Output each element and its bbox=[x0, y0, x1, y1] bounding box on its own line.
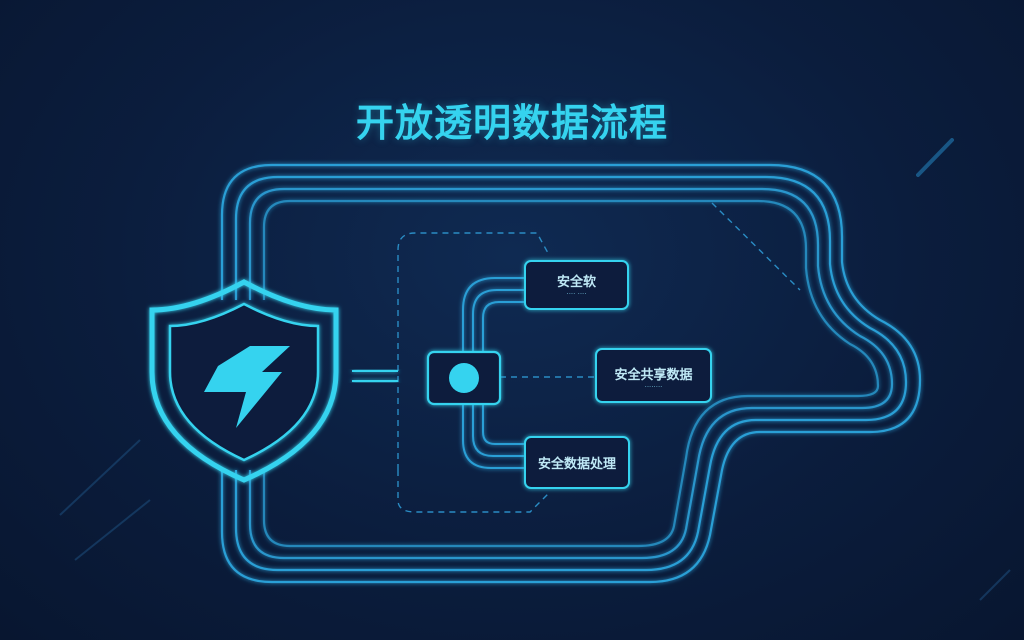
node-top-label-group: 安全软 ···· ···· bbox=[525, 271, 628, 298]
outer-flow-loop bbox=[220, 163, 922, 584]
node-bottom-box[interactable] bbox=[524, 436, 630, 489]
branch-to-bottom bbox=[472, 404, 526, 457]
node-middle-box[interactable] bbox=[595, 348, 712, 403]
lightning-bolt bbox=[204, 346, 290, 428]
branch-to-bottom bbox=[462, 404, 526, 469]
decor-line bbox=[979, 569, 1011, 601]
node-middle-label-group: 安全共享数据 ········ bbox=[596, 364, 711, 391]
branch-to-top bbox=[462, 277, 526, 352]
node-top-label: 安全软 bbox=[556, 275, 596, 290]
branch-to-top bbox=[472, 289, 526, 352]
branch-to-bottom bbox=[482, 404, 526, 445]
dashed-diagonal bbox=[711, 202, 801, 291]
decor-line bbox=[74, 499, 151, 561]
hub-branches bbox=[462, 277, 526, 469]
dashed-connectors bbox=[397, 202, 801, 513]
node-bottom-label-group: 安全数据处理 bbox=[525, 453, 629, 472]
node-top-box[interactable] bbox=[524, 260, 629, 310]
hub-node bbox=[426, 350, 502, 406]
shield-connector bbox=[352, 370, 398, 382]
dashed-frame bbox=[397, 232, 549, 470]
node-top-sublabel: ···· ···· bbox=[566, 290, 587, 298]
shield-outer bbox=[149, 279, 339, 483]
decor-streak bbox=[916, 138, 954, 177]
flow-line bbox=[262, 199, 880, 548]
decor-line bbox=[59, 439, 141, 516]
decorative-faint-lines bbox=[59, 439, 1011, 601]
node-middle-label: 安全共享数据 bbox=[614, 368, 693, 383]
node-middle-sublabel: ········ bbox=[644, 383, 663, 391]
branch-to-top bbox=[482, 301, 526, 352]
node-bottom-label: 安全数据处理 bbox=[537, 457, 616, 472]
flow-line bbox=[248, 187, 894, 560]
hub-dot-icon bbox=[449, 363, 479, 393]
flow-line bbox=[234, 175, 908, 572]
shield-lightning-icon bbox=[149, 279, 339, 483]
flow-line bbox=[220, 163, 922, 584]
decorative-streaks bbox=[916, 138, 954, 177]
page-title: 开放透明数据流程 bbox=[355, 101, 668, 145]
